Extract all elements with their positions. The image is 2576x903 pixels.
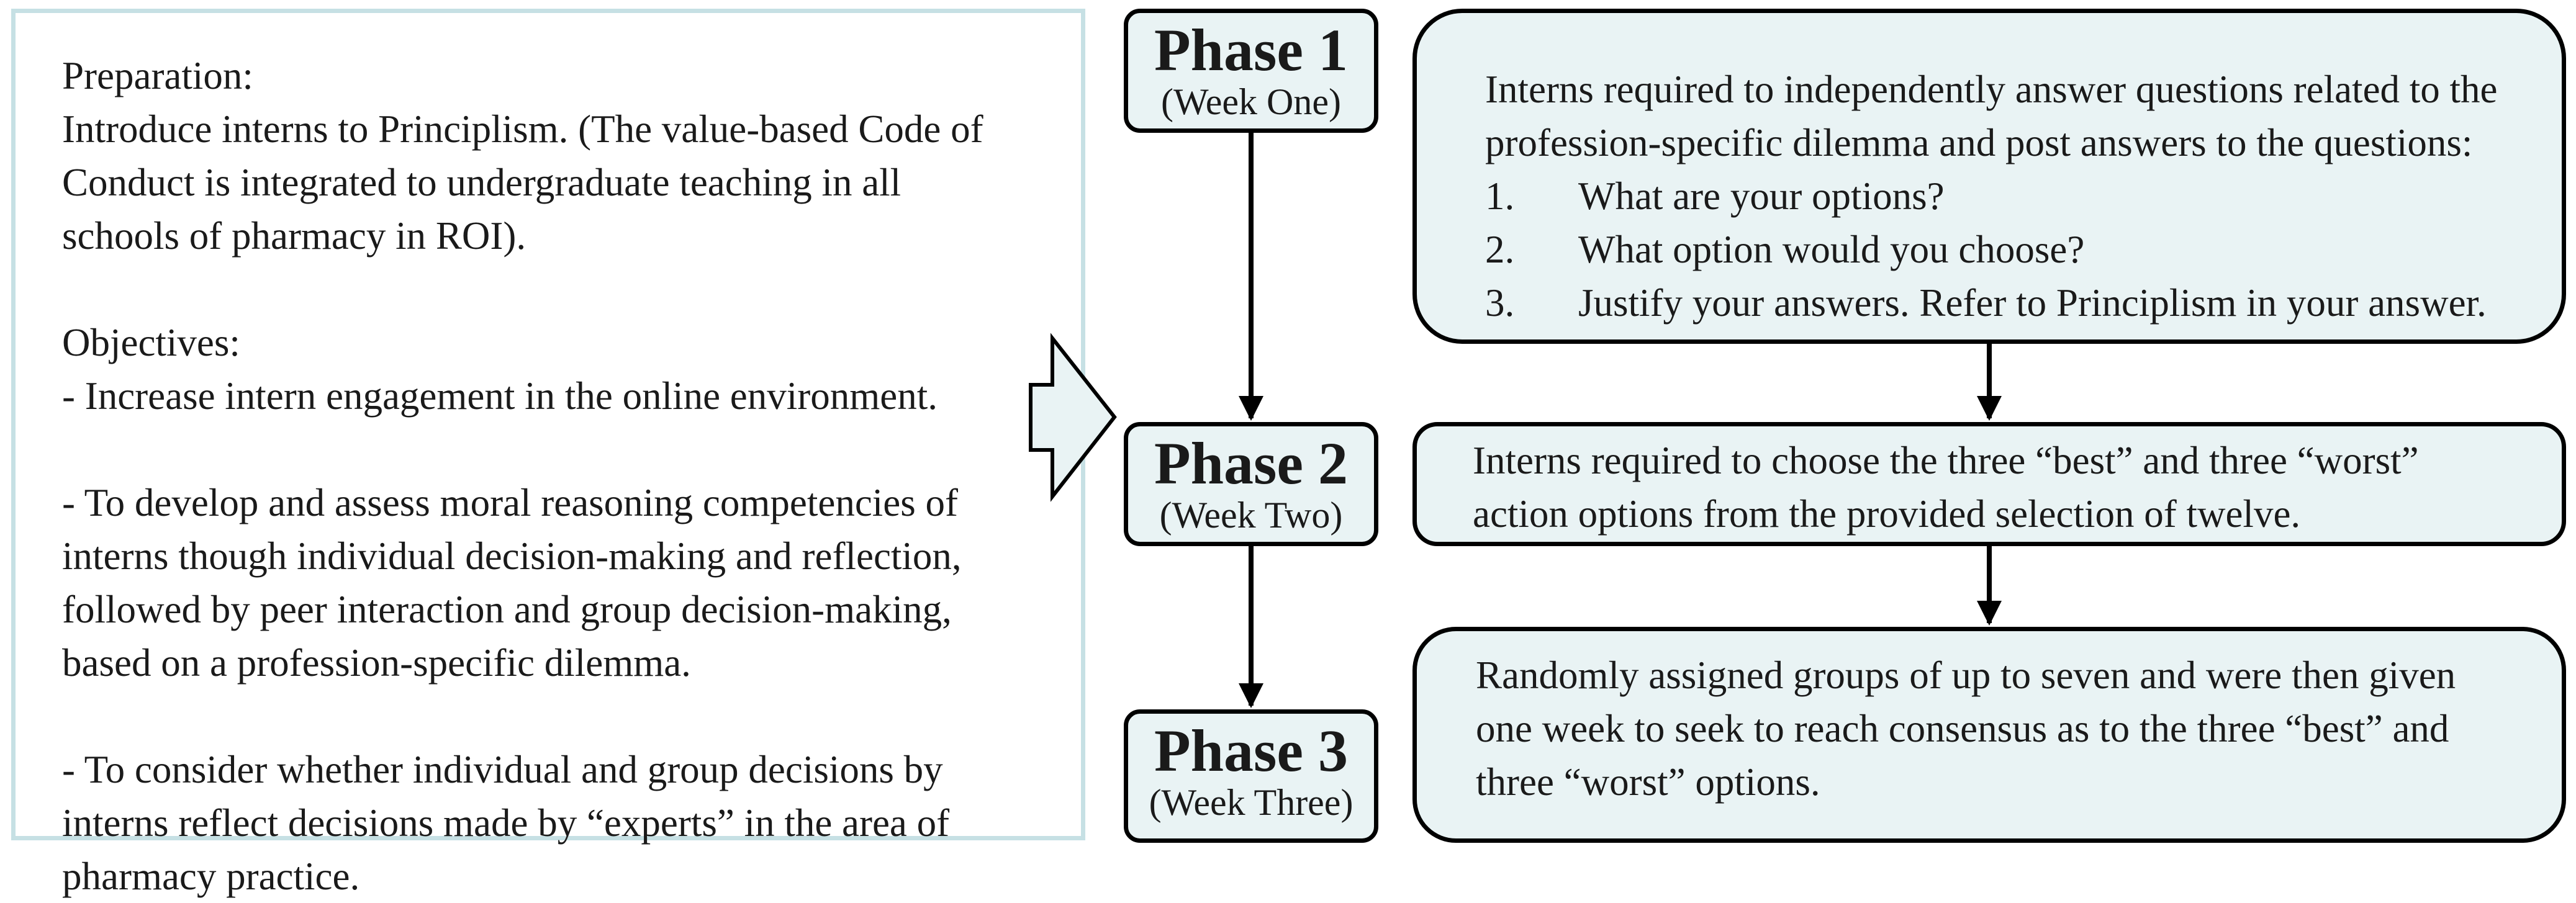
phase-2-box: Phase 2 (Week Two) [1124,422,1378,546]
phase-1-box: Phase 1 (Week One) [1124,9,1378,133]
phase-week: (Week One) [1160,81,1341,122]
phase-title: Phase 1 [1154,17,1348,83]
question-item: 2. What option would you choose? [1485,223,2524,276]
preparation-heading: Preparation: [62,54,253,97]
question-number: 2. [1485,228,1515,271]
phase-week: (Week Three) [1149,782,1354,823]
objective-line: - Increase intern engagement in the onli… [62,374,938,418]
phase-1-details: Interns required to independently answer… [1412,9,2566,344]
objective-line: followed by peer interaction and group d… [62,588,952,631]
detail-line: Interns required to independently answer… [1485,68,2498,111]
objective-line: - To develop and assess moral reasoning … [62,481,959,524]
phase-2-details: Interns required to choose the three “be… [1412,422,2566,546]
question-text: Justify your answers. Refer to Principli… [1578,281,2487,325]
objective-line: interns though individual decision-makin… [62,534,962,578]
question-number: 3. [1485,281,1515,325]
question-item: 1. What are your options? [1485,169,2524,223]
phase-3-details: Randomly assigned groups of up to seven … [1412,627,2566,843]
objectives-panel: Preparation: Introduce interns to Princi… [11,9,1085,898]
objective-line: based on a profession-specific dilemma. [62,641,691,685]
question-text: What are your options? [1578,174,1945,218]
phase-title: Phase 2 [1154,430,1348,496]
objective-line: interns reflect decisions made by “exper… [62,801,950,845]
phase-week: (Week Two) [1159,495,1343,536]
phase-title: Phase 3 [1154,717,1348,784]
detail-line: action options from the provided selecti… [1473,492,2301,536]
question-item: 3. Justify your answers. Refer to Princi… [1485,276,2524,330]
detail-line: Interns required to choose the three “be… [1473,439,2419,482]
phase-3-box: Phase 3 (Week Three) [1124,709,1378,843]
objective-line: pharmacy practice. [62,855,360,898]
question-number: 1. [1485,174,1515,218]
preparation-line: schools of pharmacy in ROI). [62,214,526,258]
objective-line: - To consider whether individual and gro… [62,748,943,791]
detail-line: profession-specific dilemma and post ans… [1485,121,2473,164]
detail-line: Randomly assigned groups of up to seven … [1476,654,2456,697]
preparation-line: Introduce interns to Principlism. (The v… [62,107,983,151]
preparation-line: Conduct is integrated to undergraduate t… [62,161,902,204]
detail-line: one week to seek to reach consensus as t… [1476,707,2449,750]
question-text: What option would you choose? [1578,228,2085,271]
objectives-heading: Objectives: [62,321,240,364]
detail-line: three “worst” options. [1476,760,1820,804]
